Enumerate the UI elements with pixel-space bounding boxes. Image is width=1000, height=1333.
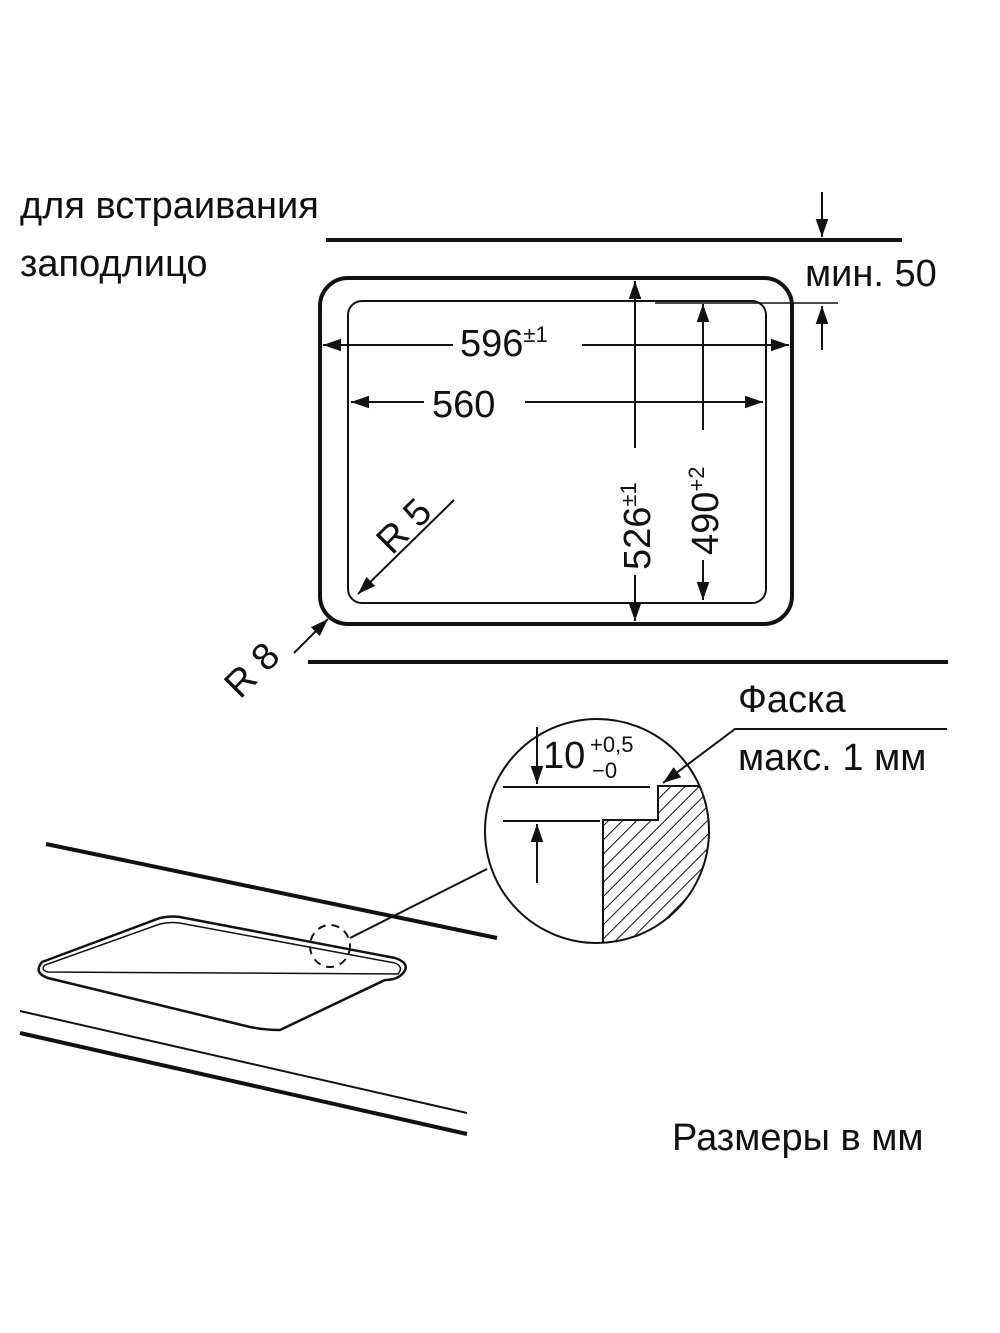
detail-marker-circle bbox=[309, 924, 351, 968]
perspective-cutout-outer bbox=[37, 915, 407, 1032]
chamfer-title: Фаска bbox=[738, 679, 846, 721]
perspective-cutout-rim bbox=[42, 921, 402, 975]
inner-radius-leader bbox=[357, 499, 455, 595]
chamfer-note: макс. 1 мм bbox=[738, 737, 926, 779]
outer-depth-label: 526±1 bbox=[616, 482, 659, 570]
perspective-back-edge bbox=[45, 842, 498, 940]
countertop-section-hatch bbox=[602, 785, 709, 943]
detail-leader-line bbox=[349, 868, 488, 939]
perspective-front-edge-bottom bbox=[19, 1031, 468, 1136]
header-line1: для встраивания bbox=[20, 185, 319, 227]
header-line2: заподлицо bbox=[20, 243, 207, 285]
chamfer-leader bbox=[662, 728, 947, 784]
perspective-front-edge-top bbox=[19, 1010, 468, 1114]
inner-radius-label: R 5 bbox=[369, 491, 441, 563]
outer-radius-label: R 8 bbox=[217, 635, 289, 707]
inner-cutout-outline bbox=[347, 300, 767, 604]
edge-detail-view: 10 +0,5 −0 bbox=[484, 718, 710, 944]
inner-width-label: 560 bbox=[432, 384, 495, 426]
detail-depth-tol-plus: +0,5 bbox=[590, 732, 633, 757]
inner-depth-label: 490+2 bbox=[684, 467, 727, 556]
perspective-view bbox=[19, 842, 498, 1136]
detail-circle bbox=[484, 718, 710, 944]
outer-width-label: 596±1 bbox=[460, 322, 548, 365]
detail-depth-value: 10 bbox=[543, 735, 585, 777]
detail-depth-tol-minus: −0 bbox=[592, 758, 617, 783]
outer-radius-leader bbox=[293, 618, 329, 654]
outer-cutout-outline bbox=[318, 276, 794, 626]
units-note: Размеры в мм bbox=[672, 1117, 923, 1159]
min-clearance-label: мин. 50 bbox=[805, 253, 937, 295]
